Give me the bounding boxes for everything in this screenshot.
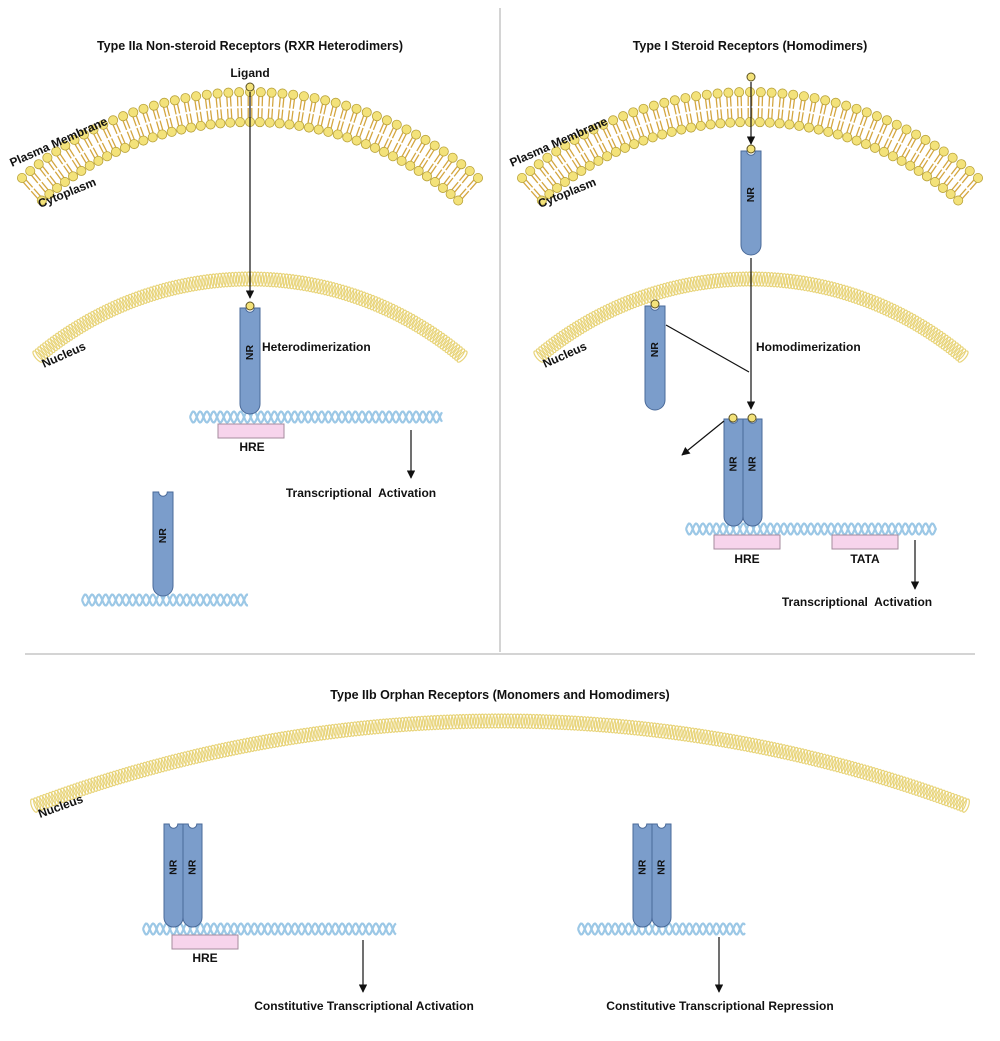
panel-title-type-iia: Type IIa Non-steroid Receptors (RXR Hete…: [97, 39, 403, 53]
receptor-i-nuclear-label: NR: [649, 342, 661, 358]
arrows: [250, 82, 915, 992]
hre-box-i: [714, 535, 780, 549]
receptor-iib-activation-left: NR: [164, 824, 183, 927]
hre-label-iib: HRE: [192, 951, 217, 965]
hre-box-iia: [218, 424, 284, 438]
nuclear-receptors: NR NR NR NR NR NR NR NR NR NR: [153, 151, 762, 927]
transcriptional-activation-label-i: Transcriptional Activation: [782, 595, 932, 609]
hre-box-iib: [172, 935, 238, 949]
dna-strand-iib-left: [143, 924, 396, 935]
tata-label: TATA: [850, 552, 880, 566]
ligand-i-dimer-right: [748, 414, 756, 422]
receptor-iib-activation-right: NR: [183, 824, 202, 927]
receptor-iib-repression-right-label: NR: [655, 859, 667, 875]
transcriptional-activation-label-iia: Transcriptional Activation: [286, 486, 436, 500]
receptor-iia-bound: NR: [240, 308, 260, 414]
receptor-iib-repression-left: NR: [633, 824, 652, 927]
ligand-iia-entry: [246, 83, 254, 91]
heterodimerization-label: Heterodimerization: [262, 340, 371, 354]
homodimerization-label: Homodimerization: [756, 340, 861, 354]
ligand-i-cytoplasmic: [747, 145, 755, 153]
receptor-iib-activation-right-label: NR: [186, 859, 198, 875]
receptor-i-nuclear: NR: [645, 306, 665, 410]
constitutive-repression-label: Constitutive Transcriptional Repression: [606, 999, 833, 1013]
ligand-iia-bound: [246, 302, 254, 310]
receptor-iib-repression-left-label: NR: [636, 859, 648, 875]
receptor-i-dimer-left-label: NR: [727, 456, 739, 472]
receptor-i-dimer-right: NR: [743, 419, 762, 526]
receptor-i-dimer-left: NR: [724, 419, 743, 526]
receptor-iia-unbound-label: NR: [157, 528, 169, 544]
ligand-i-nuclear: [651, 300, 659, 308]
ligand-label: Ligand: [230, 66, 269, 80]
homodimerization-arrow-diagonal: [666, 325, 749, 372]
nuclear-envelope-iib: [29, 714, 971, 813]
response-element-boxes: [172, 424, 898, 949]
dna-strands: [82, 412, 936, 935]
hre-label-iia: HRE: [239, 440, 264, 454]
tata-box: [832, 535, 898, 549]
panel-title-type-i: Type I Steroid Receptors (Homodimers): [633, 39, 868, 53]
dna-strand-iia-upper: [190, 412, 442, 423]
receptor-i-cytoplasmic: NR: [741, 151, 761, 255]
constitutive-activation-label: Constitutive Transcriptional Activation: [254, 999, 474, 1013]
release-arrow-i: [682, 421, 724, 455]
receptor-i-dimer-right-label: NR: [746, 456, 758, 472]
dna-strand-i: [686, 524, 936, 535]
hre-label-i: HRE: [734, 552, 759, 566]
receptor-i-cytoplasmic-label: NR: [745, 187, 757, 203]
ligand-i-entry: [747, 73, 755, 81]
receptor-iia-bound-label: NR: [244, 345, 256, 361]
receptor-iib-repression-right: NR: [652, 824, 671, 927]
receptor-iia-unbound: NR: [153, 492, 173, 596]
receptor-iib-activation-left-label: NR: [167, 859, 179, 875]
panel-title-type-iib: Type IIb Orphan Receptors (Monomers and …: [330, 688, 669, 702]
ligand-i-dimer-left: [729, 414, 737, 422]
